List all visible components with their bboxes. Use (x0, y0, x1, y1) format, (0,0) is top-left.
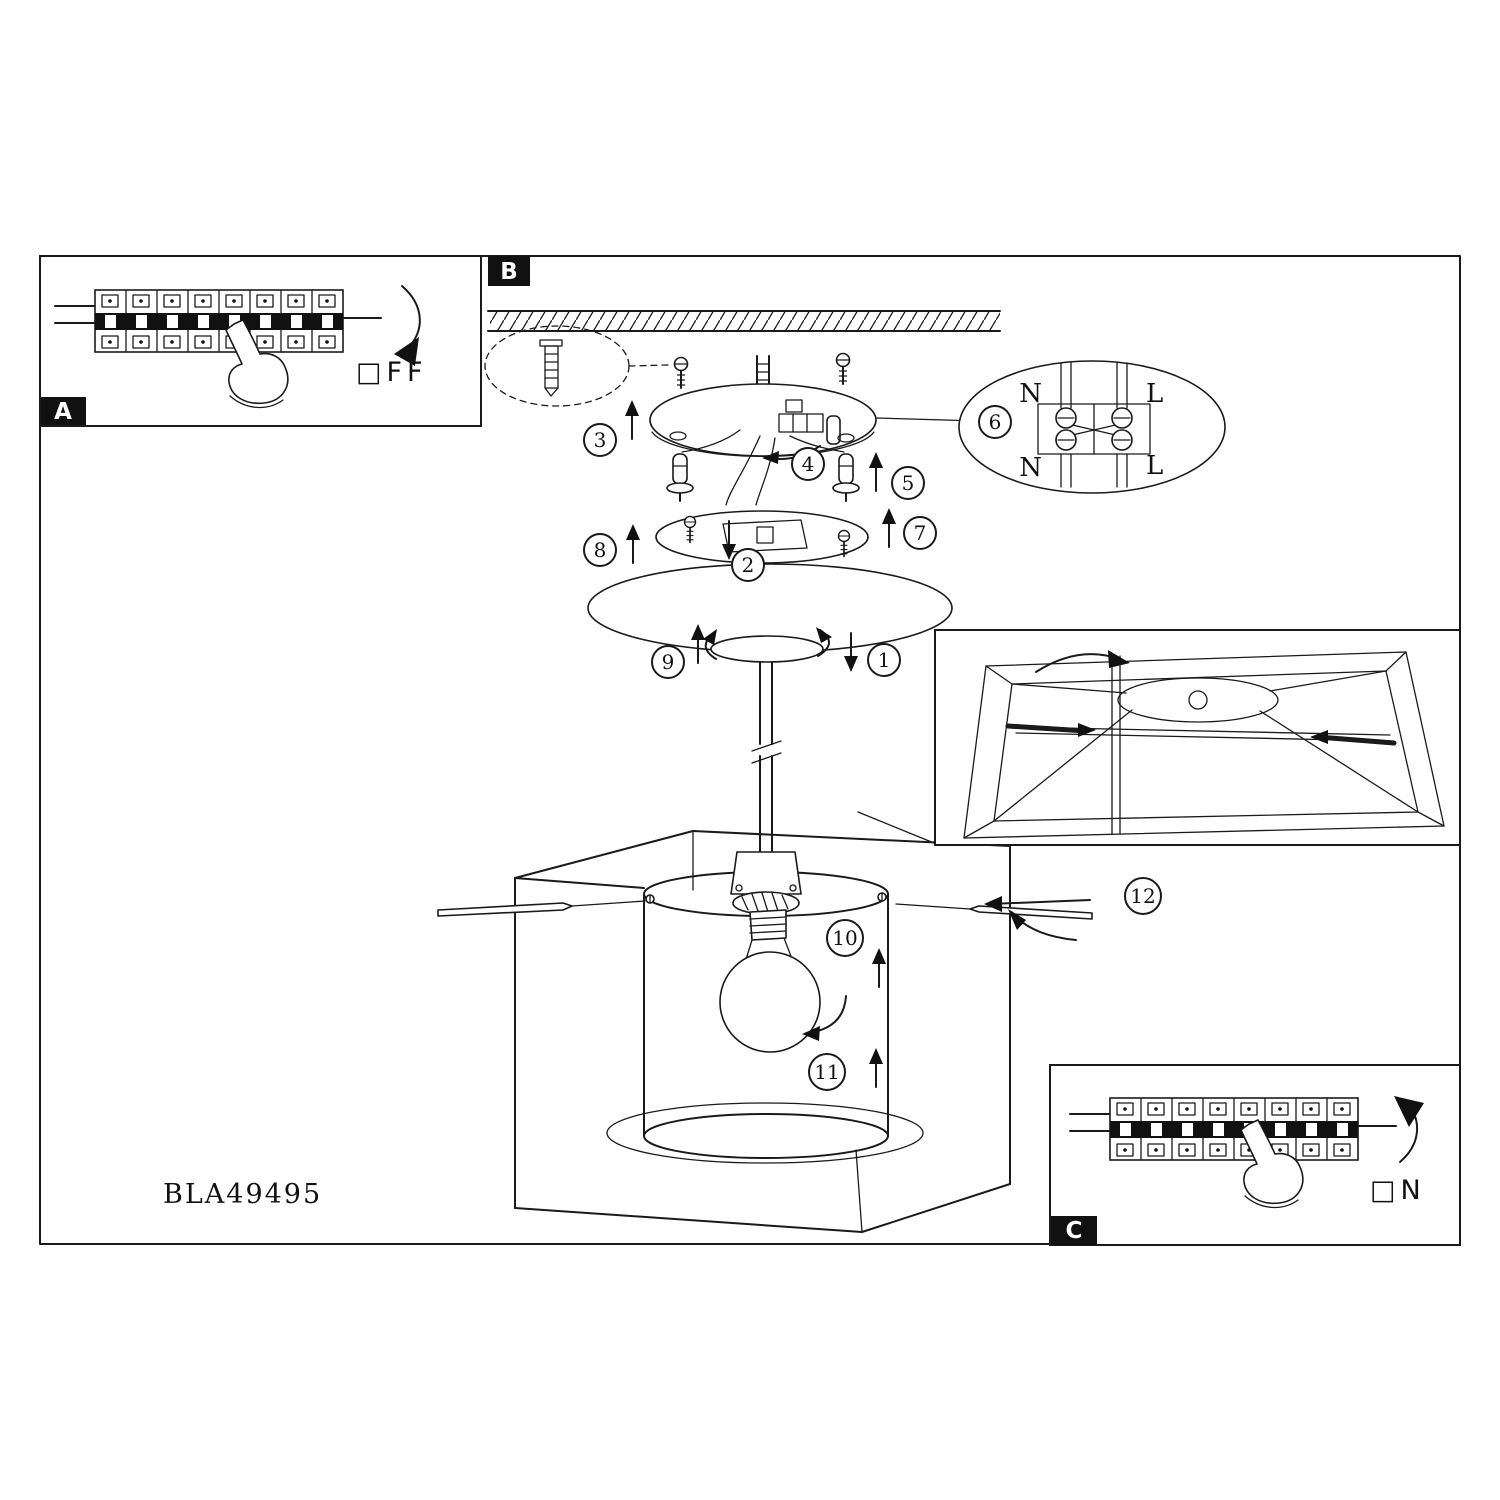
ceiling (487, 310, 1001, 332)
step-3-label: 3 (594, 428, 607, 452)
step-circle (651, 645, 685, 679)
step-6-label: 6 (989, 410, 1002, 434)
step-7-label: 7 (914, 521, 927, 545)
panel-c: □N C (1049, 1064, 1461, 1246)
step-11-label: 11 (814, 1060, 839, 1084)
step-9-marker: 9 (651, 645, 685, 679)
label-b-group: B (488, 256, 530, 286)
strain-relief-right (832, 453, 860, 502)
step-circle (731, 548, 765, 582)
support-rod (751, 661, 782, 853)
step-circle (1124, 877, 1162, 915)
mounting-plate (655, 510, 869, 564)
luster-terminal (1037, 403, 1151, 455)
label-b-box (488, 256, 530, 286)
rotate-arrow-right (816, 627, 832, 657)
shade-assembly (437, 830, 1093, 1233)
step-6-marker: 6 (978, 405, 1012, 439)
terminal-n-bottom: N (1019, 453, 1042, 483)
breaker-panel-a (55, 290, 381, 352)
label-a-box (41, 397, 86, 425)
step-5-label: 5 (902, 471, 915, 495)
step-circle (867, 643, 901, 677)
step-circle (808, 1053, 846, 1091)
threaded-nipple (756, 355, 770, 389)
cube-frame (514, 830, 1011, 1233)
step-8-arrow (625, 523, 641, 564)
step-1-marker: 1 (867, 643, 901, 677)
step-circle (978, 405, 1012, 439)
locking-pin-right (895, 896, 1093, 941)
step-circle (891, 466, 925, 500)
wall-plug-icon (539, 339, 563, 397)
step-circle (791, 447, 825, 481)
inset-leader-line (857, 811, 935, 844)
lamp-socket (730, 851, 802, 915)
breaker-panel-c (1070, 1098, 1396, 1160)
terminal-block-detail: N L N L (958, 360, 1226, 494)
panel-a: □FF A (39, 255, 482, 427)
step-10-marker: 10 (826, 919, 864, 957)
ceiling-canopy (649, 383, 877, 457)
step-12-label: 12 (1130, 884, 1155, 908)
step-2-label: 2 (742, 553, 755, 577)
step-7-marker: 7 (903, 516, 937, 550)
glass-plate (587, 563, 953, 663)
inset-crossbar (1005, 723, 1397, 746)
power-on-arrow (1394, 1096, 1424, 1163)
canopy-wires (681, 429, 845, 506)
step-7-arrow (881, 507, 897, 548)
light-bulb (719, 909, 821, 1053)
step-2-marker: 2 (731, 548, 765, 582)
step-10-arrow (871, 947, 887, 988)
step-1-label: 1 (878, 648, 891, 672)
ceiling-screw-right (835, 352, 851, 385)
terminal-n-top: N (1019, 379, 1042, 409)
ceiling-screw-left (673, 356, 689, 389)
label-a: A (54, 399, 72, 425)
step-10-label: 10 (832, 926, 857, 950)
top-view-inset (934, 629, 1461, 846)
canopy-assembly (649, 352, 877, 506)
step-3-marker: 3 (583, 423, 617, 457)
locking-pin-left (437, 900, 646, 917)
rotate-arrow-left (703, 629, 717, 660)
model-number: BLA49495 (163, 1179, 322, 1210)
power-off-arrow (394, 285, 421, 366)
step-4-label: 4 (802, 452, 815, 476)
canopy-hardware (669, 399, 855, 445)
strain-relief-left (666, 453, 694, 502)
step-5-arrow (868, 451, 884, 492)
step-circle (826, 919, 864, 957)
step-5-marker: 5 (891, 466, 925, 500)
step-3-arrow (624, 399, 640, 440)
wall-anchor-detail (484, 325, 669, 407)
step-11-marker: 11 (808, 1053, 846, 1091)
off-label: □FF (356, 357, 428, 388)
step-12-marker: 12 (1124, 877, 1162, 915)
inset-rotate-arrow (1035, 650, 1130, 673)
step-8-label: 8 (594, 538, 607, 562)
step-circle (583, 533, 617, 567)
label-b: B (500, 259, 518, 285)
step-4-marker: 4 (791, 447, 825, 481)
step-8-marker: 8 (583, 533, 617, 567)
step-markers: 1 2 3 4 5 6 7 8 (583, 405, 1162, 1091)
terminal-l-bottom: L (1146, 451, 1163, 481)
bulb-rotate-arrow (802, 995, 847, 1041)
step-11-arrow (868, 1047, 884, 1088)
terminal-l-top: L (1146, 379, 1163, 409)
label-c-box (1051, 1216, 1097, 1245)
label-c: C (1066, 1218, 1083, 1244)
step-circle (583, 423, 617, 457)
on-label: □N (1370, 1175, 1426, 1206)
step-circle (903, 516, 937, 550)
terminal-wires (1060, 362, 1128, 488)
step-9-label: 9 (662, 650, 675, 674)
